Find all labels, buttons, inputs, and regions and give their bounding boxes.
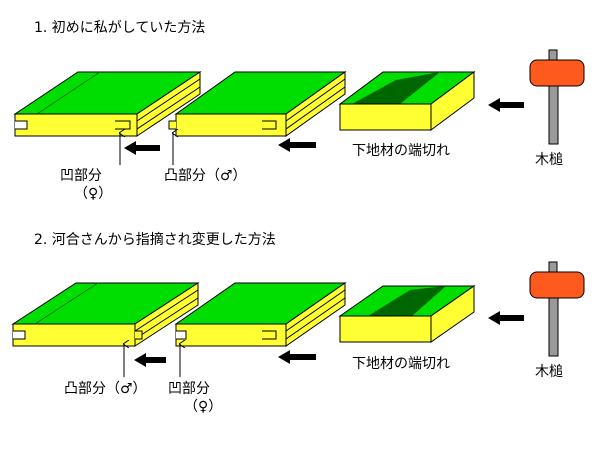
arrow-left-icon xyxy=(134,353,166,367)
arrow-left-icon xyxy=(278,350,316,364)
mallet-icon xyxy=(529,261,585,357)
floor-board-left-1 xyxy=(13,71,202,137)
female-symbol-2: （♀） xyxy=(184,399,223,415)
mallet-icon xyxy=(529,49,585,145)
arrow-left-icon xyxy=(488,311,524,325)
offcut-block-1 xyxy=(338,71,476,131)
female-symbol-1: （♀） xyxy=(74,186,113,202)
mallet-label-2: 木槌 xyxy=(535,364,563,380)
section-title-2: 2. 河合さんから指摘され変更した方法 xyxy=(34,232,276,248)
male-part-label-2: 凸部分（♂） xyxy=(64,381,147,397)
offcut-label-2: 下地材の端切れ xyxy=(352,356,450,372)
offcut-label-1: 下地材の端切れ xyxy=(352,143,450,159)
floor-board-middle-1 xyxy=(168,71,347,137)
floor-board-left-2 xyxy=(11,282,200,347)
section-title-1: 1. 初めに私がしていた方法 xyxy=(34,20,206,36)
female-part-label-2: 凹部分 xyxy=(168,381,210,397)
female-part-label-1: 凹部分 xyxy=(60,168,102,184)
arrow-left-icon xyxy=(488,98,524,112)
offcut-block-2 xyxy=(338,285,476,343)
mallet-label-1: 木槌 xyxy=(535,152,563,168)
arrow-left-icon xyxy=(124,141,160,155)
male-part-label-1: 凸部分（♂） xyxy=(164,168,247,184)
arrow-left-icon xyxy=(278,138,316,152)
floor-board-middle-2 xyxy=(174,282,347,347)
